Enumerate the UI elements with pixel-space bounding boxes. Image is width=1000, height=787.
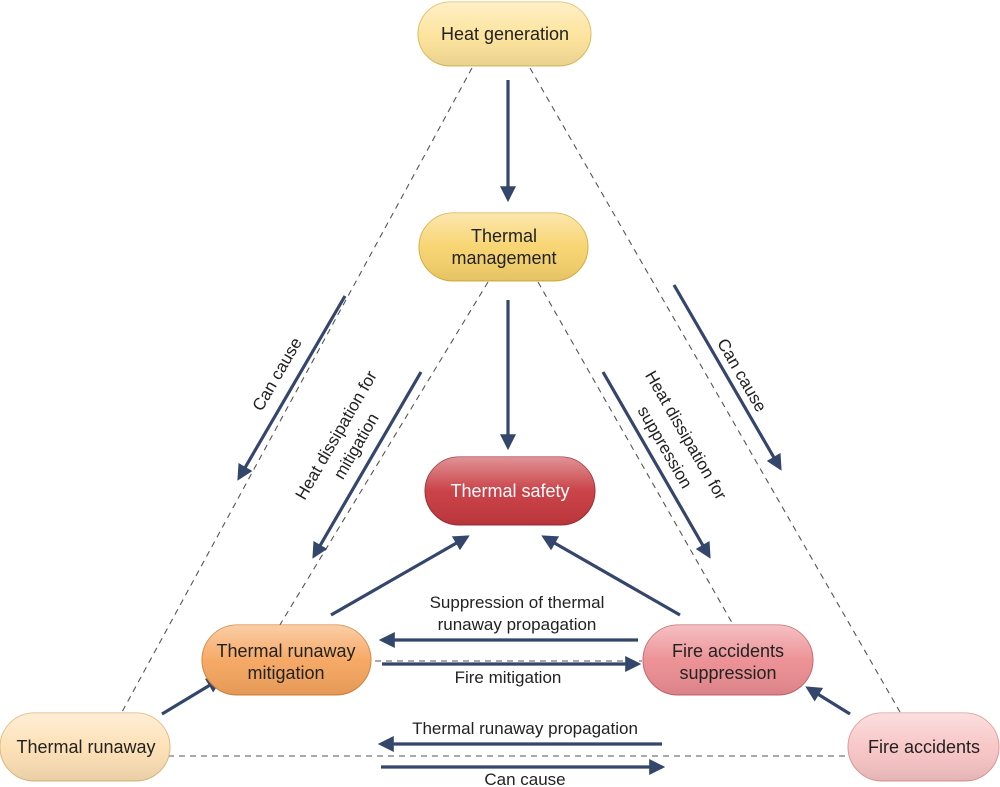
node-thermal-runaway-gloss bbox=[0, 713, 170, 781]
node-thermal-runaway-label: Thermal runaway bbox=[16, 737, 155, 757]
node-thermal-safety-label: Thermal safety bbox=[450, 481, 569, 501]
arrow-can-cause-left bbox=[237, 295, 347, 481]
node-fire-accidents-suppression: Fire accidents suppression bbox=[642, 624, 814, 696]
arrow-runaway-to-mitigation bbox=[161, 677, 223, 716]
label-suppression-propagation-2: runaway propagation bbox=[438, 615, 597, 634]
arrows bbox=[161, 80, 851, 775]
node-heat-generation-gloss bbox=[418, 2, 591, 66]
arrow-mitigation-to-safety bbox=[330, 535, 470, 617]
node-thermal-management: Thermal management bbox=[418, 212, 589, 282]
arrow-can-cause-right bbox=[672, 284, 782, 471]
arrow-heat-dissipation-suppression bbox=[601, 371, 711, 559]
label-can-cause-left: Can cause bbox=[249, 334, 306, 414]
node-thermal-runaway-mitigation-label-2: mitigation bbox=[247, 663, 324, 683]
arrow-suppression-to-safety bbox=[541, 535, 681, 617]
arrow-fire-to-suppression bbox=[805, 686, 851, 716]
label-suppression-propagation-1: Suppression of thermal bbox=[430, 593, 605, 612]
node-fire-accidents-suppression-gloss bbox=[643, 625, 813, 695]
node-thermal-management-label-2: management bbox=[451, 248, 556, 268]
node-fire-accidents: Fire accidents bbox=[847, 712, 1000, 782]
node-thermal-runaway-mitigation: Thermal runaway mitigation bbox=[201, 624, 372, 696]
node-fire-accidents-gloss bbox=[848, 713, 999, 781]
label-can-cause-bottom: Can cause bbox=[484, 770, 565, 787]
node-thermal-safety-gloss bbox=[425, 457, 595, 525]
node-fire-accidents-suppression-label-2: suppression bbox=[679, 663, 776, 683]
arrow-heat-dissipation-mitigation bbox=[312, 371, 423, 559]
dashed-line-left-inner bbox=[277, 281, 489, 629]
dashed-links bbox=[121, 67, 901, 757]
node-thermal-management-label-1: Thermal bbox=[471, 226, 537, 246]
node-thermal-runaway-mitigation-gloss bbox=[202, 625, 371, 695]
node-heat-generation-label: Heat generation bbox=[441, 24, 569, 44]
node-fire-accidents-suppression-label-1: Fire accidents bbox=[672, 641, 784, 661]
node-thermal-runaway-mitigation-label-1: Thermal runaway bbox=[216, 641, 355, 661]
dashed-line-right-inner bbox=[537, 281, 736, 629]
label-thermal-runaway-propagation: Thermal runaway propagation bbox=[412, 719, 638, 738]
label-fire-mitigation: Fire mitigation bbox=[455, 668, 562, 687]
node-thermal-runaway: Thermal runaway bbox=[0, 712, 171, 782]
node-thermal-management-gloss bbox=[419, 213, 588, 281]
node-heat-generation: Heat generation bbox=[417, 1, 592, 67]
node-fire-accidents-label: Fire accidents bbox=[868, 737, 980, 757]
dashed-line-left-outer bbox=[121, 67, 473, 713]
dashed-line-right-outer bbox=[529, 67, 901, 713]
node-thermal-safety: Thermal safety bbox=[424, 456, 596, 526]
